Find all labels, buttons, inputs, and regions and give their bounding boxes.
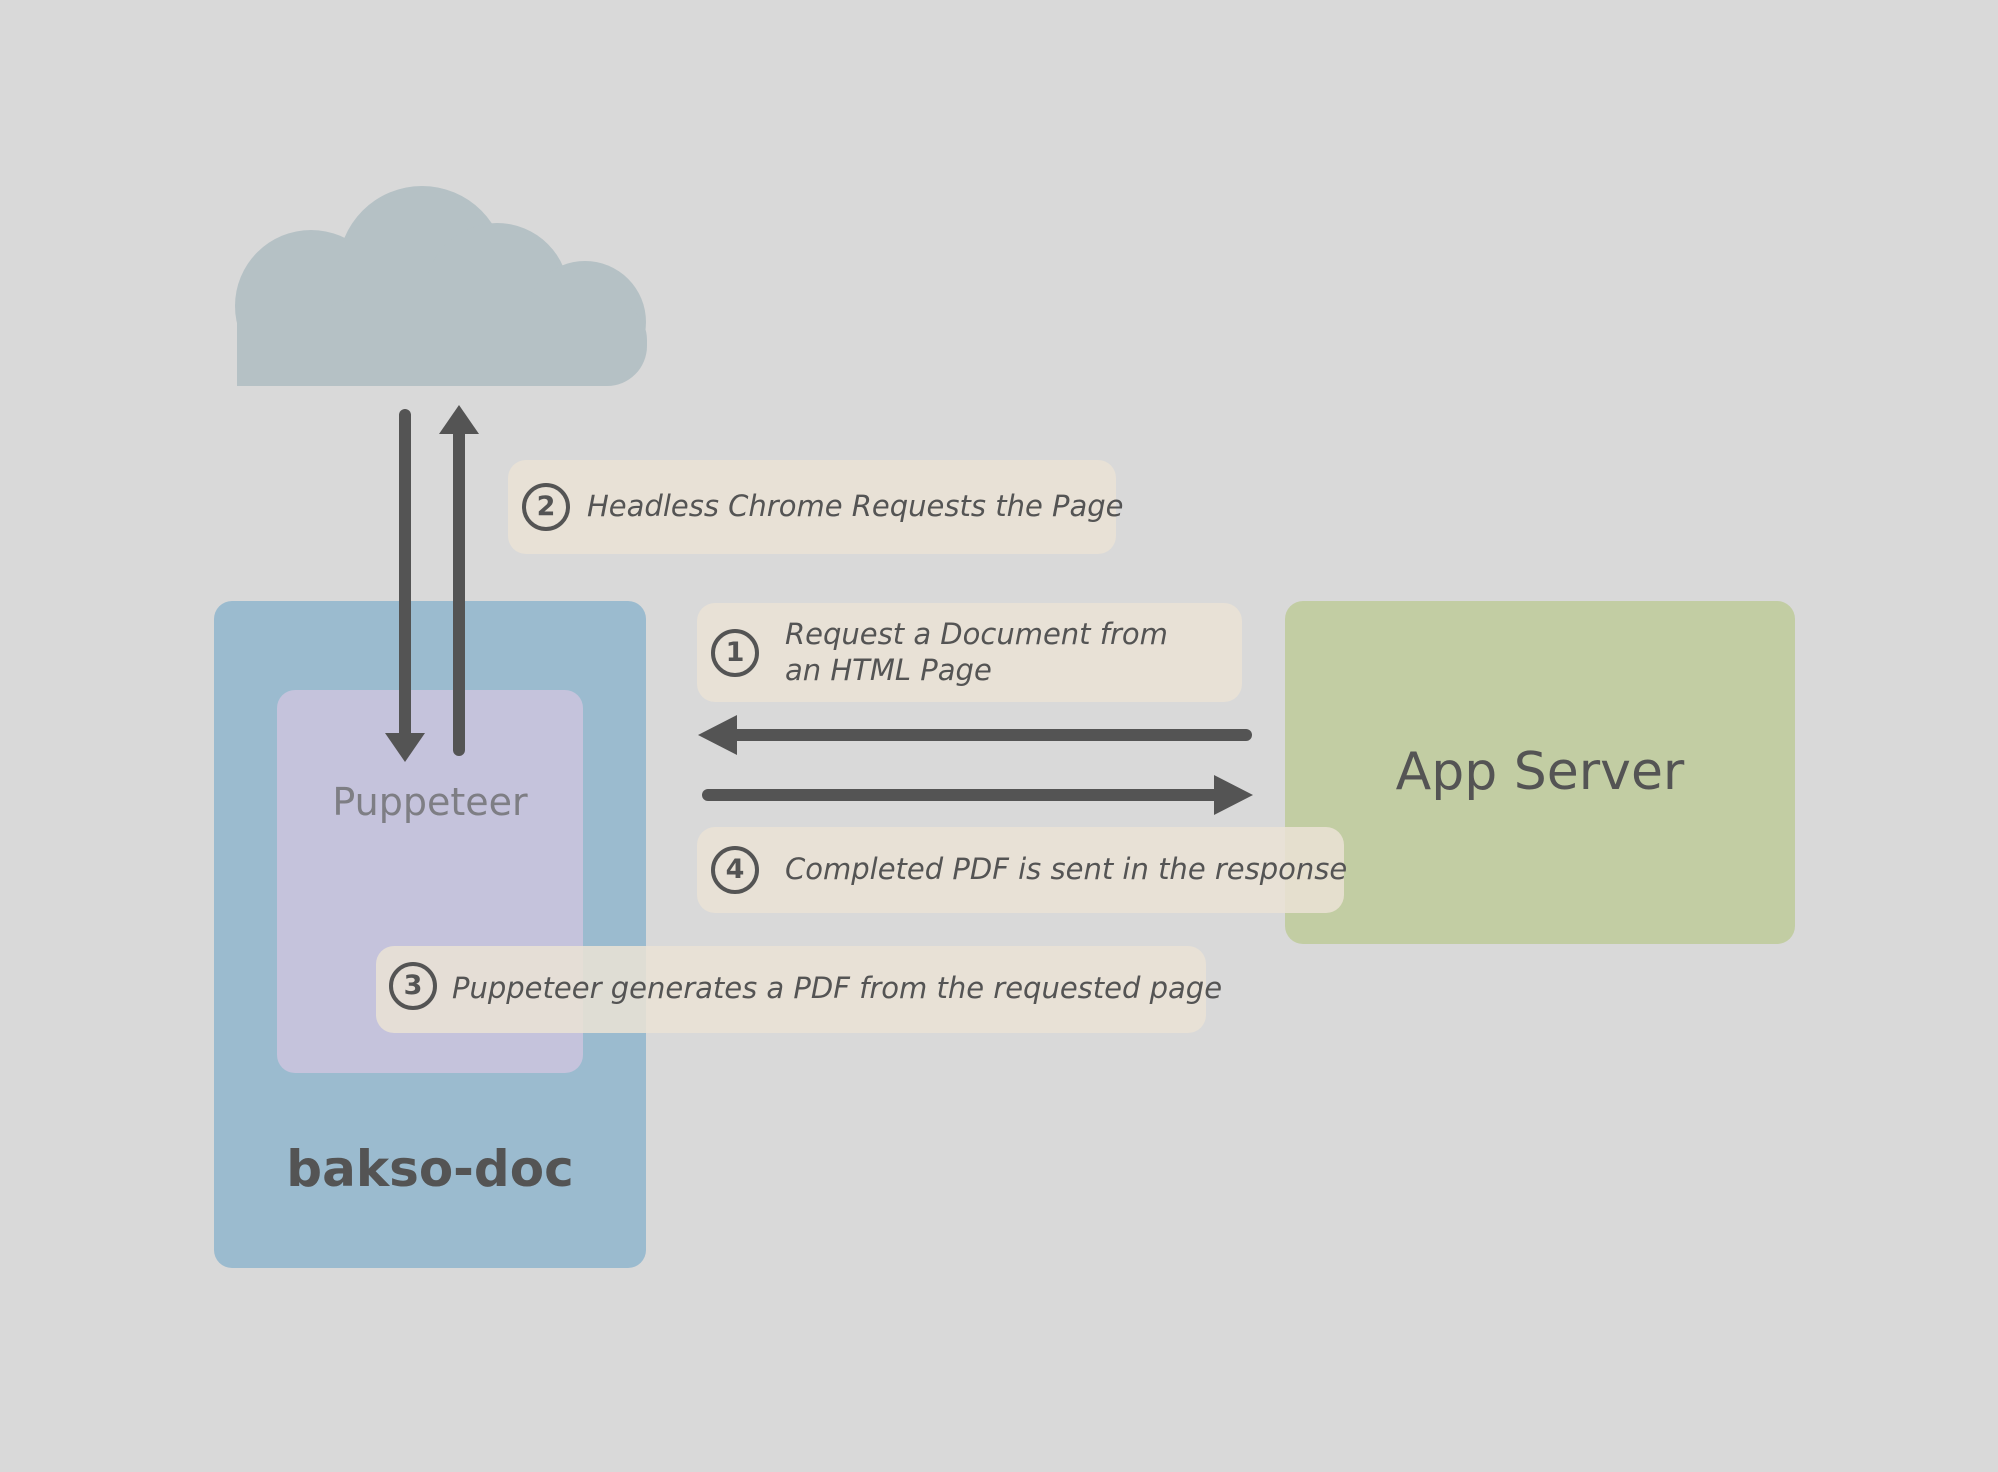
- step-1-number: 1: [711, 629, 759, 677]
- step-2-text: Headless Chrome Requests the Page: [587, 489, 1124, 523]
- arrowhead-left: [698, 715, 737, 755]
- step-1-text: Request a Document from an HTML Page: [785, 617, 1168, 687]
- arrowhead-down: [385, 733, 425, 762]
- step-4-text: Completed PDF is sent in the response: [785, 852, 1348, 886]
- puppeteer-label: Puppeteer: [332, 780, 528, 824]
- step-4-number: 4: [711, 846, 759, 894]
- step-4-callout: 4 Completed PDF is sent in the response: [697, 827, 1348, 913]
- bakso-doc-label: bakso-doc: [286, 1140, 574, 1198]
- step-3-callout: 3 Puppeteer generates a PDF from the req…: [376, 946, 1222, 1033]
- arrowhead-right: [1214, 775, 1253, 815]
- app-server-box: [1285, 601, 1795, 944]
- arrowhead-up: [439, 405, 479, 434]
- step-1-callout: 1 Request a Document from an HTML Page: [697, 603, 1242, 702]
- step-2-callout: 2 Headless Chrome Requests the Page: [508, 460, 1124, 554]
- app-server-label: App Server: [1395, 742, 1685, 802]
- step-3-text: Puppeteer generates a PDF from the reque…: [452, 971, 1223, 1005]
- step-2-number: 2: [522, 483, 570, 531]
- step-3-number: 3: [389, 962, 437, 1010]
